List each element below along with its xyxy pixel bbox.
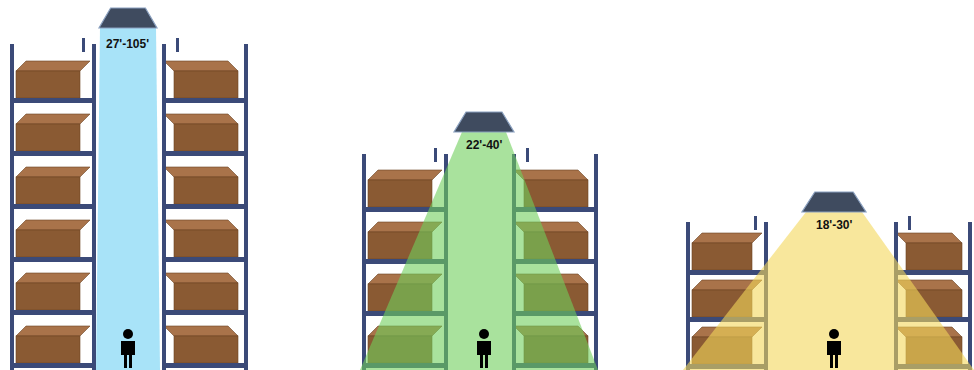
rack-post-back xyxy=(908,216,911,230)
shelf-beam xyxy=(162,204,248,209)
cardboard-box xyxy=(16,167,90,204)
box-front xyxy=(16,71,80,98)
shelf-beam xyxy=(162,151,248,156)
box-front xyxy=(174,336,238,363)
box-top xyxy=(164,114,238,124)
cardboard-box xyxy=(368,170,442,207)
box-front xyxy=(16,177,80,204)
light-fixture xyxy=(99,8,157,28)
person-body xyxy=(121,341,135,368)
light-beam xyxy=(96,28,160,370)
person-figure xyxy=(121,329,135,368)
box-top xyxy=(16,167,90,177)
rack-post xyxy=(968,222,972,370)
person-head xyxy=(829,329,839,339)
rack-post xyxy=(10,44,14,370)
rack-post xyxy=(594,154,598,370)
box-top xyxy=(16,114,90,124)
box-top xyxy=(16,61,90,71)
light-beam xyxy=(360,132,598,370)
box-top xyxy=(514,170,588,180)
height-range-label: 18'-30' xyxy=(816,218,852,232)
box-top xyxy=(16,273,90,283)
cardboard-box xyxy=(164,273,238,310)
rack-post-back xyxy=(434,148,437,162)
box-front xyxy=(16,230,80,257)
box-front xyxy=(174,71,238,98)
light-beam xyxy=(683,212,974,370)
cardboard-box xyxy=(164,61,238,98)
shelf-beam xyxy=(686,270,768,275)
height-range-label: 27'-105' xyxy=(106,37,149,51)
box-front xyxy=(174,177,238,204)
cardboard-box xyxy=(16,220,90,257)
cardboard-box xyxy=(692,233,762,270)
cardboard-box xyxy=(164,326,238,363)
box-front xyxy=(174,283,238,310)
person-figure xyxy=(477,329,491,368)
cardboard-box xyxy=(16,273,90,310)
person-body xyxy=(827,341,841,368)
rack-post xyxy=(362,154,366,370)
box-front xyxy=(524,180,588,207)
rack-post-back xyxy=(526,148,529,162)
box-top xyxy=(896,233,962,243)
light-fixture xyxy=(454,112,514,132)
box-front xyxy=(174,124,238,151)
box-top xyxy=(16,220,90,230)
light-fixture xyxy=(802,192,866,212)
shelf-beam xyxy=(10,310,96,315)
box-top xyxy=(164,220,238,230)
rack-post xyxy=(92,44,96,370)
shelf-beam xyxy=(10,98,96,103)
person-body xyxy=(477,341,491,368)
shelf-beam xyxy=(10,363,96,368)
box-top xyxy=(16,326,90,336)
cardboard-box xyxy=(16,326,90,363)
rack-post-back xyxy=(82,38,85,52)
box-front xyxy=(692,243,752,270)
shelf-beam xyxy=(162,363,248,368)
person-head xyxy=(123,329,133,339)
box-front xyxy=(16,283,80,310)
box-top xyxy=(368,170,442,180)
height-range-label: 22'-40' xyxy=(466,138,502,152)
person-figure xyxy=(827,329,841,368)
shelf-beam xyxy=(10,151,96,156)
shelf-beam xyxy=(162,98,248,103)
shelf-beam xyxy=(10,257,96,262)
box-top xyxy=(164,61,238,71)
box-top xyxy=(164,273,238,283)
box-top xyxy=(164,167,238,177)
cardboard-box xyxy=(16,114,90,151)
person-head xyxy=(479,329,489,339)
rack-post-back xyxy=(754,216,757,230)
box-front xyxy=(16,336,80,363)
box-front xyxy=(906,243,962,270)
cardboard-box xyxy=(16,61,90,98)
rack-post xyxy=(686,222,690,370)
shelf-beam xyxy=(10,204,96,209)
cardboard-box xyxy=(164,220,238,257)
box-front xyxy=(174,230,238,257)
rack-post-back xyxy=(176,38,179,52)
box-top xyxy=(164,326,238,336)
rack-post xyxy=(244,44,248,370)
cardboard-box xyxy=(164,167,238,204)
box-front xyxy=(16,124,80,151)
cardboard-box xyxy=(896,233,962,270)
box-front xyxy=(368,180,432,207)
shelf-beam xyxy=(162,257,248,262)
cardboard-box xyxy=(164,114,238,151)
box-top xyxy=(692,233,762,243)
rack-post xyxy=(162,44,166,370)
shelf-beam xyxy=(162,310,248,315)
